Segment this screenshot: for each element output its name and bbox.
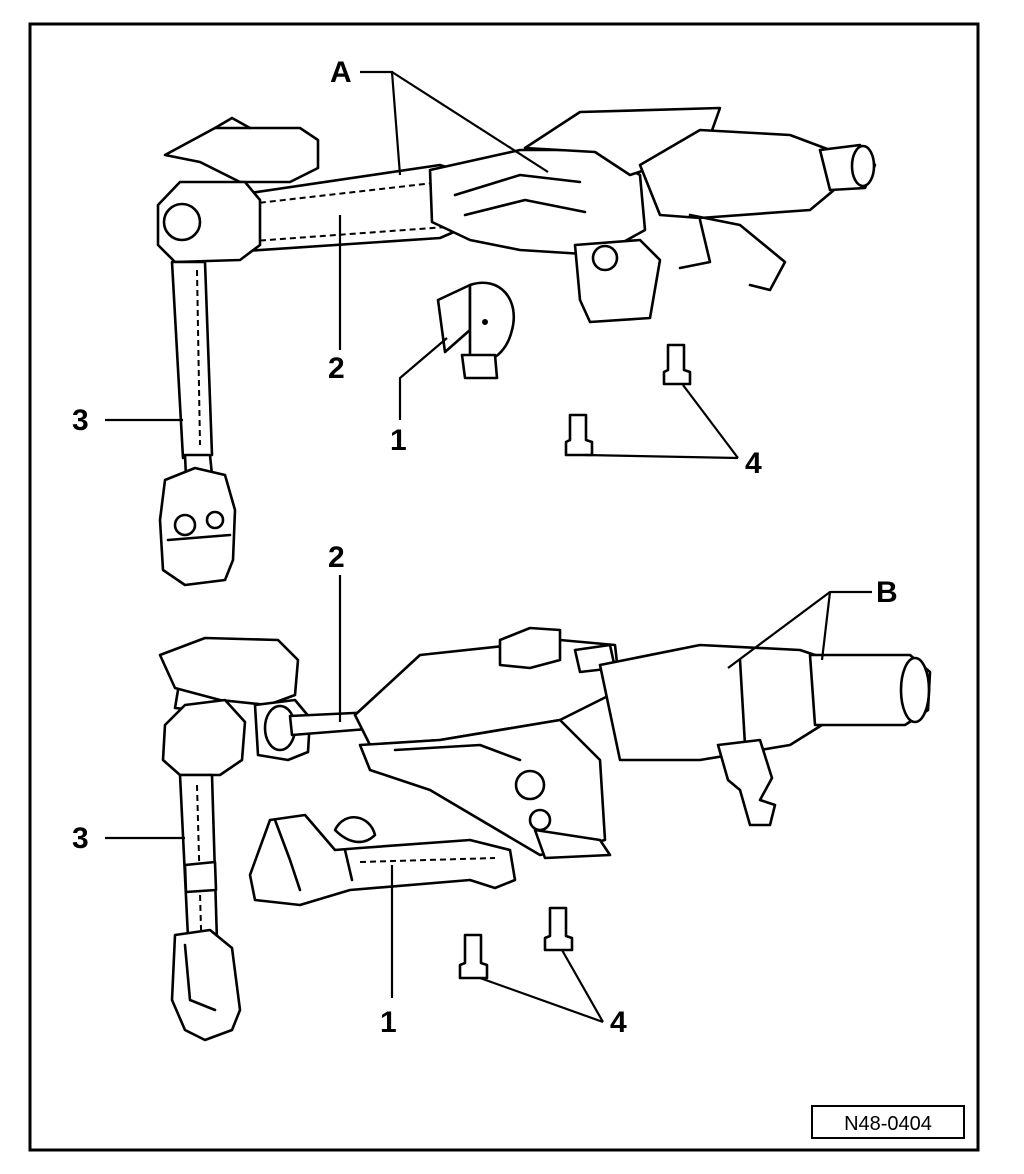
bolts-part-4-upper <box>564 343 692 457</box>
figure-frame <box>28 22 980 1152</box>
figure-reference: N48-0404 <box>811 1105 965 1139</box>
figure-reference-text: N48-0404 <box>844 1113 932 1135</box>
leader-lines <box>105 70 872 1024</box>
clip-part-1-upper <box>436 281 515 380</box>
label-part-1-upper: 1 <box>390 424 407 457</box>
label-part-3-upper: 3 <box>72 404 89 437</box>
label-part-1-lower: 1 <box>380 1006 397 1039</box>
label-part-4-lower: 4 <box>610 1006 627 1039</box>
label-assembly-a: A <box>330 56 352 89</box>
clamp-plate-part-1-lower <box>248 813 517 907</box>
label-assembly-b: B <box>876 576 898 609</box>
label-part-2-upper: 2 <box>328 352 345 385</box>
bolts-part-4-lower <box>458 906 574 980</box>
steering-column-assembly-b <box>158 626 932 1042</box>
label-part-4-upper: 4 <box>745 447 762 480</box>
label-part-3-lower: 3 <box>72 822 89 855</box>
steering-column-assembly-a <box>156 106 877 587</box>
label-part-2-lower: 2 <box>328 541 345 574</box>
